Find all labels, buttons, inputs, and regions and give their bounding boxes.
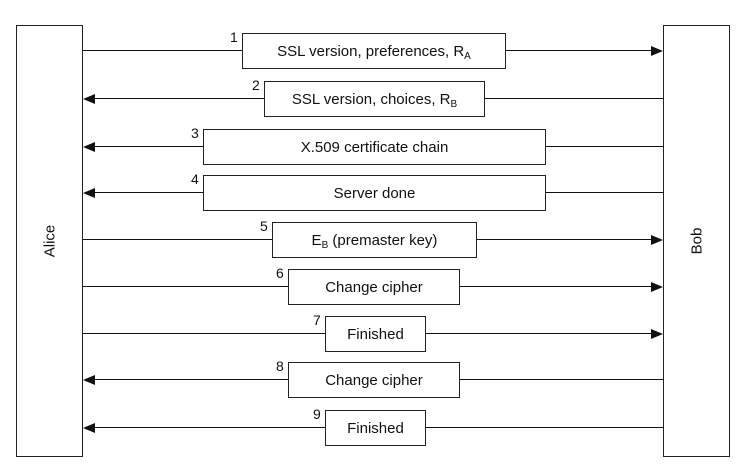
message-number: 1: [230, 29, 238, 45]
message-text: SSL version, preferences, R: [277, 42, 465, 60]
message-label: EB (premaster key): [311, 231, 438, 251]
arrow-line-right: [506, 50, 651, 52]
arrowhead-icon: [651, 235, 663, 245]
arrow-line-left: [95, 146, 203, 148]
message-label: Change cipher: [325, 279, 423, 296]
message-number: 7: [313, 312, 321, 328]
message-prefix-subscript: B: [321, 239, 329, 251]
arrowhead-icon: [651, 329, 663, 339]
message-text: Server done: [333, 184, 416, 202]
arrow-line-right: [485, 98, 663, 100]
message-box-7: Finished: [325, 316, 426, 352]
arrow-line-left: [95, 98, 264, 100]
message-label: Server done: [334, 185, 416, 202]
message-number: 9: [313, 406, 321, 422]
arrowhead-icon: [83, 94, 95, 104]
message-box-4: Server done: [203, 175, 546, 211]
message-text: Change cipher: [325, 371, 423, 389]
message-number: 8: [276, 358, 284, 374]
arrowhead-icon: [83, 188, 95, 198]
message-label: Finished: [347, 326, 404, 343]
arrowhead-icon: [651, 282, 663, 292]
message-text: (premaster key): [328, 231, 438, 249]
arrow-line-right: [546, 146, 663, 148]
message-text: SSL version, choices, R: [291, 90, 451, 108]
message-box-6: Change cipher: [288, 269, 460, 305]
bob-label: Bob: [688, 227, 705, 255]
message-number: 6: [276, 265, 284, 281]
message-text: Finished: [347, 325, 404, 343]
arrowhead-icon: [651, 46, 663, 56]
message-box-5: EB (premaster key): [272, 222, 477, 258]
arrow-line-right: [477, 239, 651, 241]
arrow-line-left: [83, 239, 272, 241]
message-subscript: B: [450, 98, 458, 110]
message-subscript: A: [464, 50, 471, 62]
message-box-2: SSL version, choices, RB: [264, 81, 485, 117]
arrowhead-icon: [83, 423, 95, 433]
message-text: Finished: [347, 419, 404, 437]
message-label: X.509 certificate chain: [301, 139, 449, 156]
message-label: Finished: [347, 420, 404, 437]
message-box-8: Change cipher: [288, 362, 460, 398]
arrow-line-right: [546, 192, 663, 194]
arrowhead-icon: [83, 375, 95, 385]
arrow-line-left: [83, 333, 325, 335]
message-text: Change cipher: [325, 278, 423, 296]
message-number: 3: [191, 125, 199, 141]
arrow-line-left: [83, 286, 288, 288]
message-label: Change cipher: [325, 372, 423, 389]
arrow-line-left: [95, 427, 325, 429]
message-number: 5: [260, 218, 268, 234]
arrowhead-icon: [83, 142, 95, 152]
arrow-line-right: [460, 379, 663, 381]
message-box-9: Finished: [325, 410, 426, 446]
message-prefix: E: [311, 231, 322, 249]
arrow-line-left: [95, 379, 288, 381]
bob-box: Bob: [663, 25, 730, 457]
arrow-line-right: [426, 333, 651, 335]
message-number: 2: [252, 77, 260, 93]
arrow-line-left: [95, 192, 203, 194]
message-text: X.509 certificate chain: [300, 138, 449, 156]
alice-box: Alice: [16, 25, 83, 457]
message-box-1: SSL version, preferences, RA: [242, 33, 506, 69]
arrow-line-right: [426, 427, 663, 429]
message-number: 4: [191, 171, 199, 187]
arrow-line-left: [83, 50, 242, 52]
message-label: SSL version, choices, RB: [291, 90, 458, 110]
arrow-line-right: [460, 286, 651, 288]
message-label: SSL version, preferences, RA: [277, 42, 471, 62]
alice-label: Alice: [41, 224, 58, 258]
message-box-3: X.509 certificate chain: [203, 129, 546, 165]
